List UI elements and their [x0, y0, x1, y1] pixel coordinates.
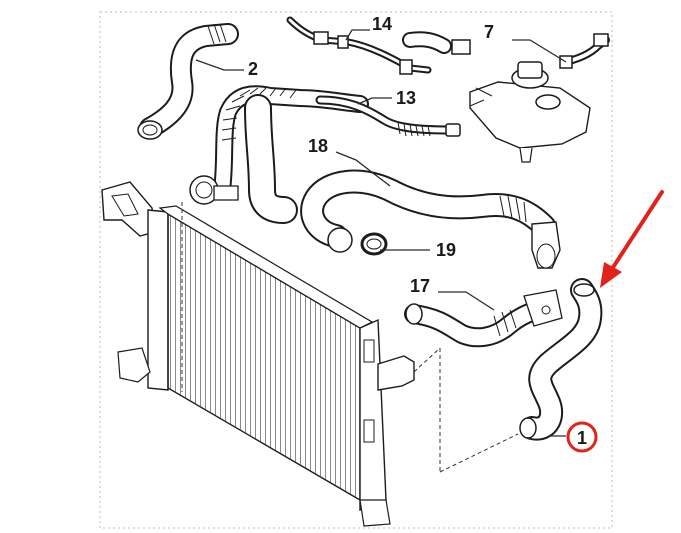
callout-7: 7 [484, 22, 494, 42]
hose-part-17 [404, 289, 563, 348]
hose-part-13 [189, 85, 461, 224]
callout-18: 18 [308, 136, 328, 156]
callout-13: 13 [396, 88, 416, 108]
callout-1-badge: 1 [566, 421, 598, 453]
leader-lines [195, 29, 567, 437]
callout-19: 19 [436, 240, 456, 260]
callout-14: 14 [372, 14, 392, 34]
hose-part-1 [519, 278, 603, 441]
pipe-part-14 [286, 16, 471, 75]
hose-part-18 [300, 169, 561, 269]
radiator [101, 181, 519, 527]
clip-part-19 [360, 232, 388, 256]
callout-2: 2 [248, 59, 258, 79]
hose-part-2 [137, 23, 239, 140]
highlight-arrow [600, 190, 664, 288]
expansion-tank [469, 33, 610, 163]
callout-1: 1 [577, 428, 587, 448]
callout-17: 17 [410, 276, 430, 296]
frame-outline [99, 11, 613, 529]
